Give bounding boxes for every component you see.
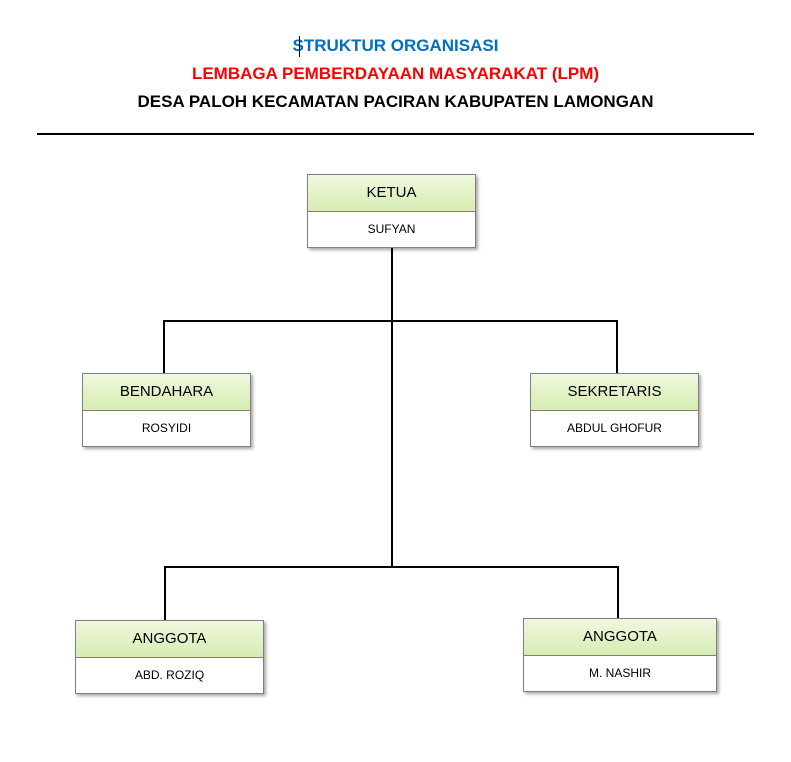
chart-subtitle-location: DESA PALOH KECAMATAN PACIRAN KABUPATEN L… <box>137 92 654 111</box>
role-label: ANGGOTA <box>76 621 263 658</box>
role-label: SEKRETARIS <box>531 374 698 411</box>
person-name: ABD. ROZIQ <box>76 658 263 693</box>
person-name: M. NASHIR <box>524 656 716 691</box>
person-name: ABDUL GHOFUR <box>531 411 698 446</box>
chart-subtitle-institution: LEMBAGA PEMBERDAYAAN MASYARAKAT (LPM) <box>191 64 600 83</box>
chart-title: STRUKTUR ORGANISASI <box>292 36 499 55</box>
org-box-anggota-2: ANGGOTA M. NASHIR <box>523 618 717 692</box>
org-box-sekretaris: SEKRETARIS ABDUL GHOFUR <box>530 373 699 447</box>
text-cursor <box>299 36 300 57</box>
role-label: KETUA <box>308 175 475 212</box>
org-box-anggota-1: ANGGOTA ABD. ROZIQ <box>75 620 264 694</box>
role-label: BENDAHARA <box>83 374 250 411</box>
header-divider <box>37 133 754 135</box>
org-box-bendahara: BENDAHARA ROSYIDI <box>82 373 251 447</box>
org-box-ketua: KETUA SUFYAN <box>307 174 476 248</box>
role-label: ANGGOTA <box>524 619 716 656</box>
person-name: ROSYIDI <box>83 411 250 446</box>
person-name: SUFYAN <box>308 212 475 247</box>
